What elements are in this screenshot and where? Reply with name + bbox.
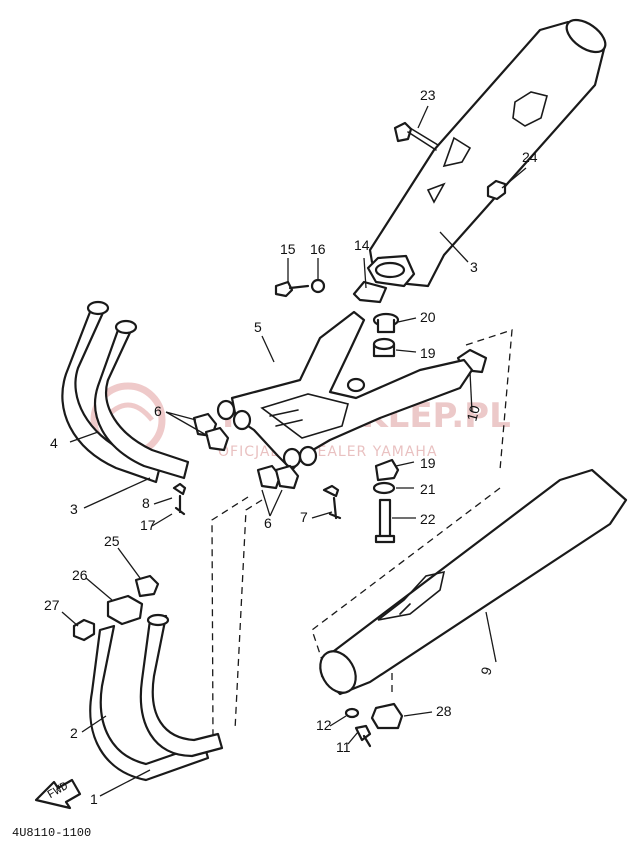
callout-6-lower: 6 [264,515,272,531]
exhaust-pipe-4 [61,300,162,484]
clamp-26 [106,594,144,626]
callout-14: 14 [354,237,370,253]
callout-1: 1 [90,791,98,807]
callout-16: 16 [310,241,326,257]
callout-28: 28 [436,703,452,719]
callout-6-upper: 6 [154,403,162,419]
grommet-20 [372,312,400,334]
bolt-23 [393,121,439,151]
callout-11: 11 [336,739,351,755]
callout-26: 26 [72,567,88,583]
nut-24 [486,179,507,201]
callout-4: 4 [50,435,58,451]
washer-12 [344,707,360,719]
exhaust-pipe-3 [94,319,190,480]
callout-17: 17 [140,517,156,533]
callout-3-lower: 3 [70,501,78,517]
callout-7: 7 [300,509,308,525]
nut-27 [72,618,96,642]
lower-muffler [319,468,628,696]
callout-21: 21 [420,481,436,497]
grommet-28 [370,702,404,730]
exhaust-pipe-1 [139,613,224,758]
bolt-8-17-left [172,482,187,516]
bolt-15 [274,280,310,298]
callout-27: 27 [44,597,60,613]
callout-3-upper: 3 [470,259,478,275]
gasket-14 [352,280,388,304]
washer-21 [372,481,396,495]
callout-8-left: 8 [142,495,150,511]
gaskets-6-lower [256,464,300,490]
clamp-25 [134,574,160,598]
callout-25: 25 [104,533,120,549]
collector-assembly [216,310,474,472]
callout-10: 10 [463,403,483,422]
grommet-19-lower [374,458,400,482]
callout-24: 24 [522,149,538,165]
callout-19-upper: 19 [420,345,436,361]
callout-22: 22 [420,511,436,527]
callout-5: 5 [254,319,262,335]
callout-2: 2 [70,725,78,741]
callout-15: 15 [280,241,296,257]
gaskets-6-upper [192,412,230,452]
callout-23: 23 [420,87,436,103]
leader-lines [61,105,527,797]
callout-12: 12 [316,717,332,733]
diagram-code: 4U8110-1100 [12,826,91,840]
grommet-19-upper [372,337,396,358]
callout-9: 9 [477,665,495,677]
fwd-arrow-icon: FWD [34,778,82,810]
upper-muffler [366,18,607,288]
callout-19-lower: 19 [420,455,436,471]
callout-labels: 23 24 3 15 16 14 5 20 19 4 6 10 3 8 17 1… [44,87,538,807]
callout-20: 20 [420,309,436,325]
bolt-8-7-center [322,484,342,520]
bolt-11 [354,724,372,748]
bolt-22 [374,498,396,544]
washer-16 [310,278,326,294]
watermark-sub-text: OFICJALNY DEALER YAMAHA [218,444,438,460]
